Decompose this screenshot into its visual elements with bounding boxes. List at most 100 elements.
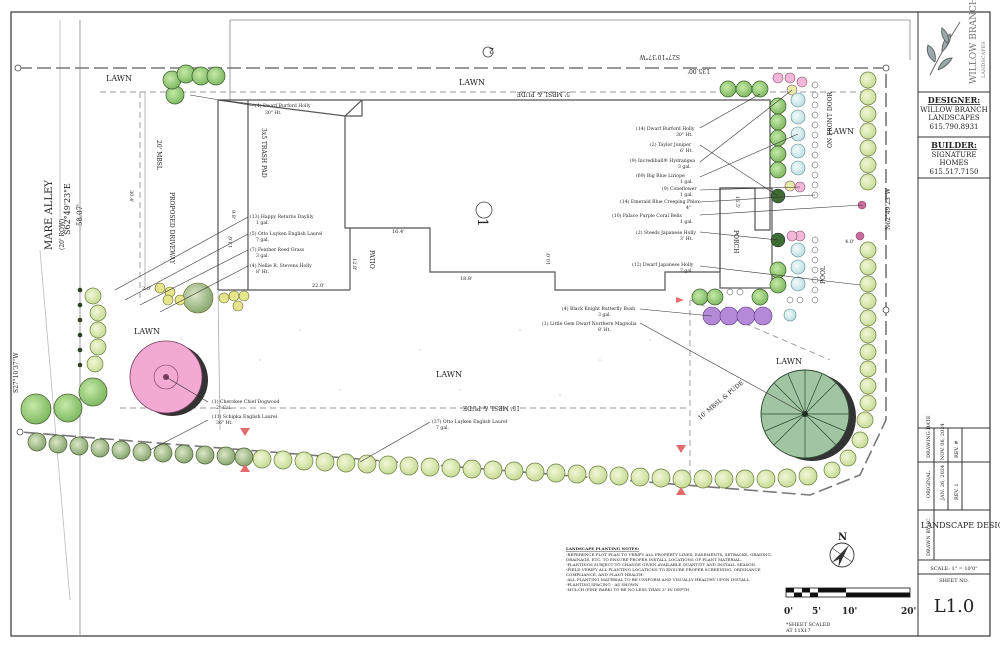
scale-note: AT 11X17 [785, 628, 811, 634]
sheet-no-label: SHEET NO. [939, 578, 969, 584]
designer-line: LANDSCAPES [928, 114, 979, 122]
lawn-label: LAWN [828, 127, 854, 136]
callout-sub: 8' Ht. [256, 269, 269, 275]
little-gem-magnolia [760, 369, 856, 461]
callout-sub: 7 gal. [680, 268, 694, 274]
callout-sub: 1 gal. [680, 192, 694, 198]
drawn-by: DRAWN BY: JC [926, 518, 932, 556]
porch-label: PORCH [732, 230, 739, 253]
logo-line1: WILLOW BRANCH [969, 0, 979, 84]
alley-bearing: S62°49'23"E [63, 183, 72, 235]
title-block-lines [917, 12, 990, 636]
callout-sub: 3 gal. [678, 164, 692, 170]
notes-title: LANDSCAPE PLANTING NOTES: [566, 546, 640, 551]
callout-text: (69) Big Blue Liriope [636, 172, 685, 179]
setback-bottom-label: 15' MBSL & PUDE [463, 404, 520, 411]
driveway [144, 92, 221, 431]
designer-line: WILLOW BRANCH [920, 106, 987, 114]
alley-name: MARE ALLEY [44, 180, 55, 250]
logo-line2: LANDSCAPES [981, 41, 987, 78]
callout-sub: 8' Ht. [598, 327, 611, 333]
callouts: (4) Dwarf Burford Holly 30" Ht. (13) Hap… [212, 102, 700, 431]
callout-sub: 30" Ht. [265, 110, 282, 116]
bearing-top: S27°10'37"W [639, 53, 680, 60]
lot-number: 1 [474, 218, 490, 227]
willow-branch-logo [926, 21, 961, 76]
dim: 22.0' [312, 283, 325, 289]
dim: 4.0' [845, 239, 854, 245]
butterfly-bush [702, 306, 773, 326]
scale-note: *SHEET SCALED [786, 622, 830, 628]
callout-sub: 3' Ht. [680, 236, 693, 242]
scale-label: 10' [842, 607, 857, 617]
original-label: ORIGINAL [926, 470, 932, 498]
callout-sub: 4" [686, 205, 691, 211]
callout-text: (14) Dwarf Burford Holly [636, 125, 695, 132]
bearing-right: N62°49'23"W [885, 187, 892, 230]
callout-text: (37) Otto Luyken English Laurel [432, 418, 508, 425]
bearing-top-dist: 135.00' [687, 67, 710, 74]
callout-text: (5) Otto Luyken English Laurel [250, 230, 323, 237]
dim: 16.5' [734, 196, 740, 209]
callout-sub: 2" Cal. [216, 405, 232, 411]
original-date: JAN. 26, 2024 [940, 465, 946, 501]
driveway-label: PROPOSED DRIVEWAY [168, 192, 175, 265]
nellie-stevens-holly [20, 377, 108, 425]
callout-text: (1) Little Gem Dwarf Northern Magnolia [542, 320, 637, 327]
callout-text: (4) Nellie R. Stevens Holly [250, 262, 312, 269]
alley-dist: 58.07' [76, 204, 84, 226]
daylily-cluster [154, 282, 250, 314]
scale-text: SCALE: 1" = 10'0" [930, 566, 977, 572]
laurel-bottom-row [252, 449, 818, 489]
notes-line: -PLANTING SPACING - AS SHOWN [566, 582, 639, 587]
lot-2: 2 [489, 46, 494, 55]
callout-text: (2) Steeds Japanese Holly [636, 229, 696, 236]
notes-line: -REFERENCE PLOT PLAN TO VERIFY ALL PROPE… [566, 552, 772, 557]
dim: 16.4' [392, 229, 405, 235]
scale-bar [785, 587, 911, 598]
north-label: N [838, 532, 847, 543]
callout-text: (4) Dwarf Burford Holly [255, 102, 311, 109]
dim: 18.8' [460, 276, 473, 282]
leader-lines [114, 89, 863, 463]
callout-text: (10) Palace Purple Coral Bells [612, 212, 682, 219]
schipka-laurel-row [27, 432, 254, 467]
planting-notes: LANDSCAPE PLANTING NOTES: -REFERENCE PLO… [566, 546, 772, 592]
scale-label: 5' [812, 607, 821, 617]
alley-row: (20' ROW) [59, 219, 66, 250]
lawn-label: LAWN [106, 74, 132, 83]
dim: 12.8' [351, 258, 357, 271]
hydrangea-coneflower [772, 72, 867, 242]
trash-pad-label: 3x5 TRASH PAD [260, 128, 267, 178]
lawn-texture [259, 329, 651, 396]
patio-label: PATIO [368, 250, 375, 269]
notes-line: DRAINAGE, ETC. TO ENSURE PROPER INSTALL … [566, 557, 742, 562]
callout-text: (11) Schipka English Laurel [212, 413, 278, 420]
sheet-title: LANDSCAPE DESIGN [921, 521, 1000, 530]
callout-text: (9) Coneflower [662, 185, 697, 192]
callout-sub: 3 gal. [256, 253, 270, 259]
scale-label: 20' [901, 607, 916, 617]
callout-text: (14) Emerald Blue Creeping Phlox [620, 198, 700, 205]
lawn-label: LAWN [134, 327, 160, 336]
liriope-column [783, 92, 806, 322]
sheet-border [10, 11, 991, 637]
callout-text: (2) Taylor Juniper [650, 141, 692, 148]
callout-text: (13) Happy Returns Daylily [250, 213, 314, 220]
dim: 10.0' [546, 252, 552, 265]
dim: 13.6' [228, 235, 234, 248]
notes-line: -MULCH (PINE BARK) TO BE NO LESS THAN 3"… [566, 587, 689, 592]
dim: 9.8' [230, 210, 236, 219]
callout-text: (7) Feather Reed Grass [250, 246, 305, 253]
front-door-label: ON FRONT DOOR [827, 92, 834, 148]
notes-line: -ALL PLANTING MATERIAL TO BE UNIFORM AND… [566, 577, 751, 582]
burford-holly-cluster-top-left [162, 64, 226, 105]
rev-label: REV. # [954, 440, 960, 458]
setback-right-label: 10' MBSL & PUDE [697, 379, 745, 421]
lawn-label: LAWN [776, 357, 802, 366]
drawing-date-label: DRAWING DATE [926, 415, 932, 458]
pool-label: POOL [820, 266, 827, 284]
builder-line: SIGNATURE [932, 151, 977, 159]
lawn-label: LAWN [436, 370, 462, 379]
lot-number-circle [475, 201, 493, 219]
